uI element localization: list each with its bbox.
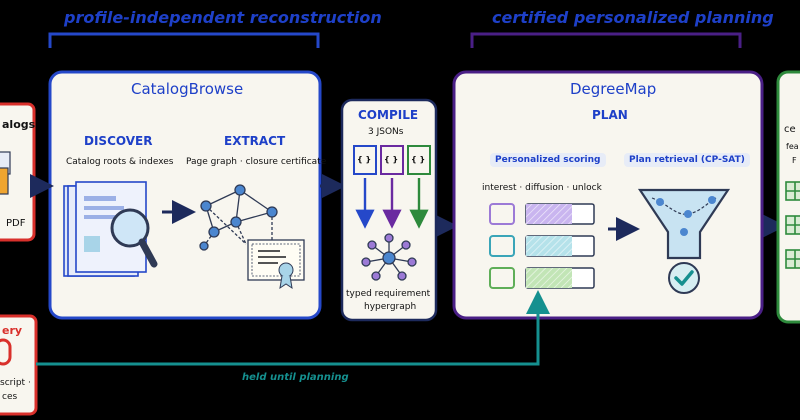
left-catalog-card [0,102,36,242]
retrieval-pill: Plan retrieval (CP-SAT) [624,153,750,167]
compile-output-line1: typed requirement [346,289,431,299]
degreemap-title: DegreeMap [570,80,657,98]
compile-output-line2: hypergraph [364,302,417,312]
bottom-left-line2: script · [0,378,31,388]
discover-desc: Catalog roots & indexes [66,157,174,167]
extract-label: EXTRACT [224,134,286,148]
held-until-planning-arrow [36,290,550,366]
left-card-line2: PDF [6,218,26,229]
held-until-planning-label: held until planning [242,372,349,383]
json-doc-icons [353,145,431,175]
right-partial-line2: fea [786,142,799,151]
extract-desc: Page graph · closure certificate [186,157,327,167]
catalog-browse-title: CatalogBrowse [131,80,244,98]
plan-label: PLAN [592,108,628,122]
compile-subtitle: 3 JSONs [368,127,404,137]
discover-label: DISCOVER [84,134,153,148]
right-partial-line3: F [792,156,797,165]
left-card-line1: alogs [2,118,36,131]
hypergraph-icon [361,233,417,281]
left-header-bracket [48,32,320,48]
scoring-pill: Personalized scoring [490,153,606,167]
json-glyph-purple: { } [384,155,399,164]
bottom-left-line1: ery [2,324,23,337]
scoring-desc: interest · diffusion · unlock [482,183,602,193]
bottom-left-card-glyph [0,338,12,366]
right-partial-line1: ce [784,124,796,135]
bottom-left-line3: ces [2,392,18,402]
grid-icons [785,181,800,269]
certificate-icon [247,239,305,290]
compile-title: COMPILE [358,108,419,122]
json-glyph-blue: { } [357,155,372,164]
check-badge-icon [668,262,700,294]
header-right: certified personalized planning [492,8,774,27]
document-icon [0,151,11,195]
right-header-bracket [470,32,742,48]
json-glyph-green: { } [411,155,426,164]
magnifier-icon [110,208,158,268]
header-left: profile-independent reconstruction [64,8,382,27]
funnel-icon [637,188,731,260]
scoring-rows [489,203,595,289]
page-graph-icon [199,184,278,251]
